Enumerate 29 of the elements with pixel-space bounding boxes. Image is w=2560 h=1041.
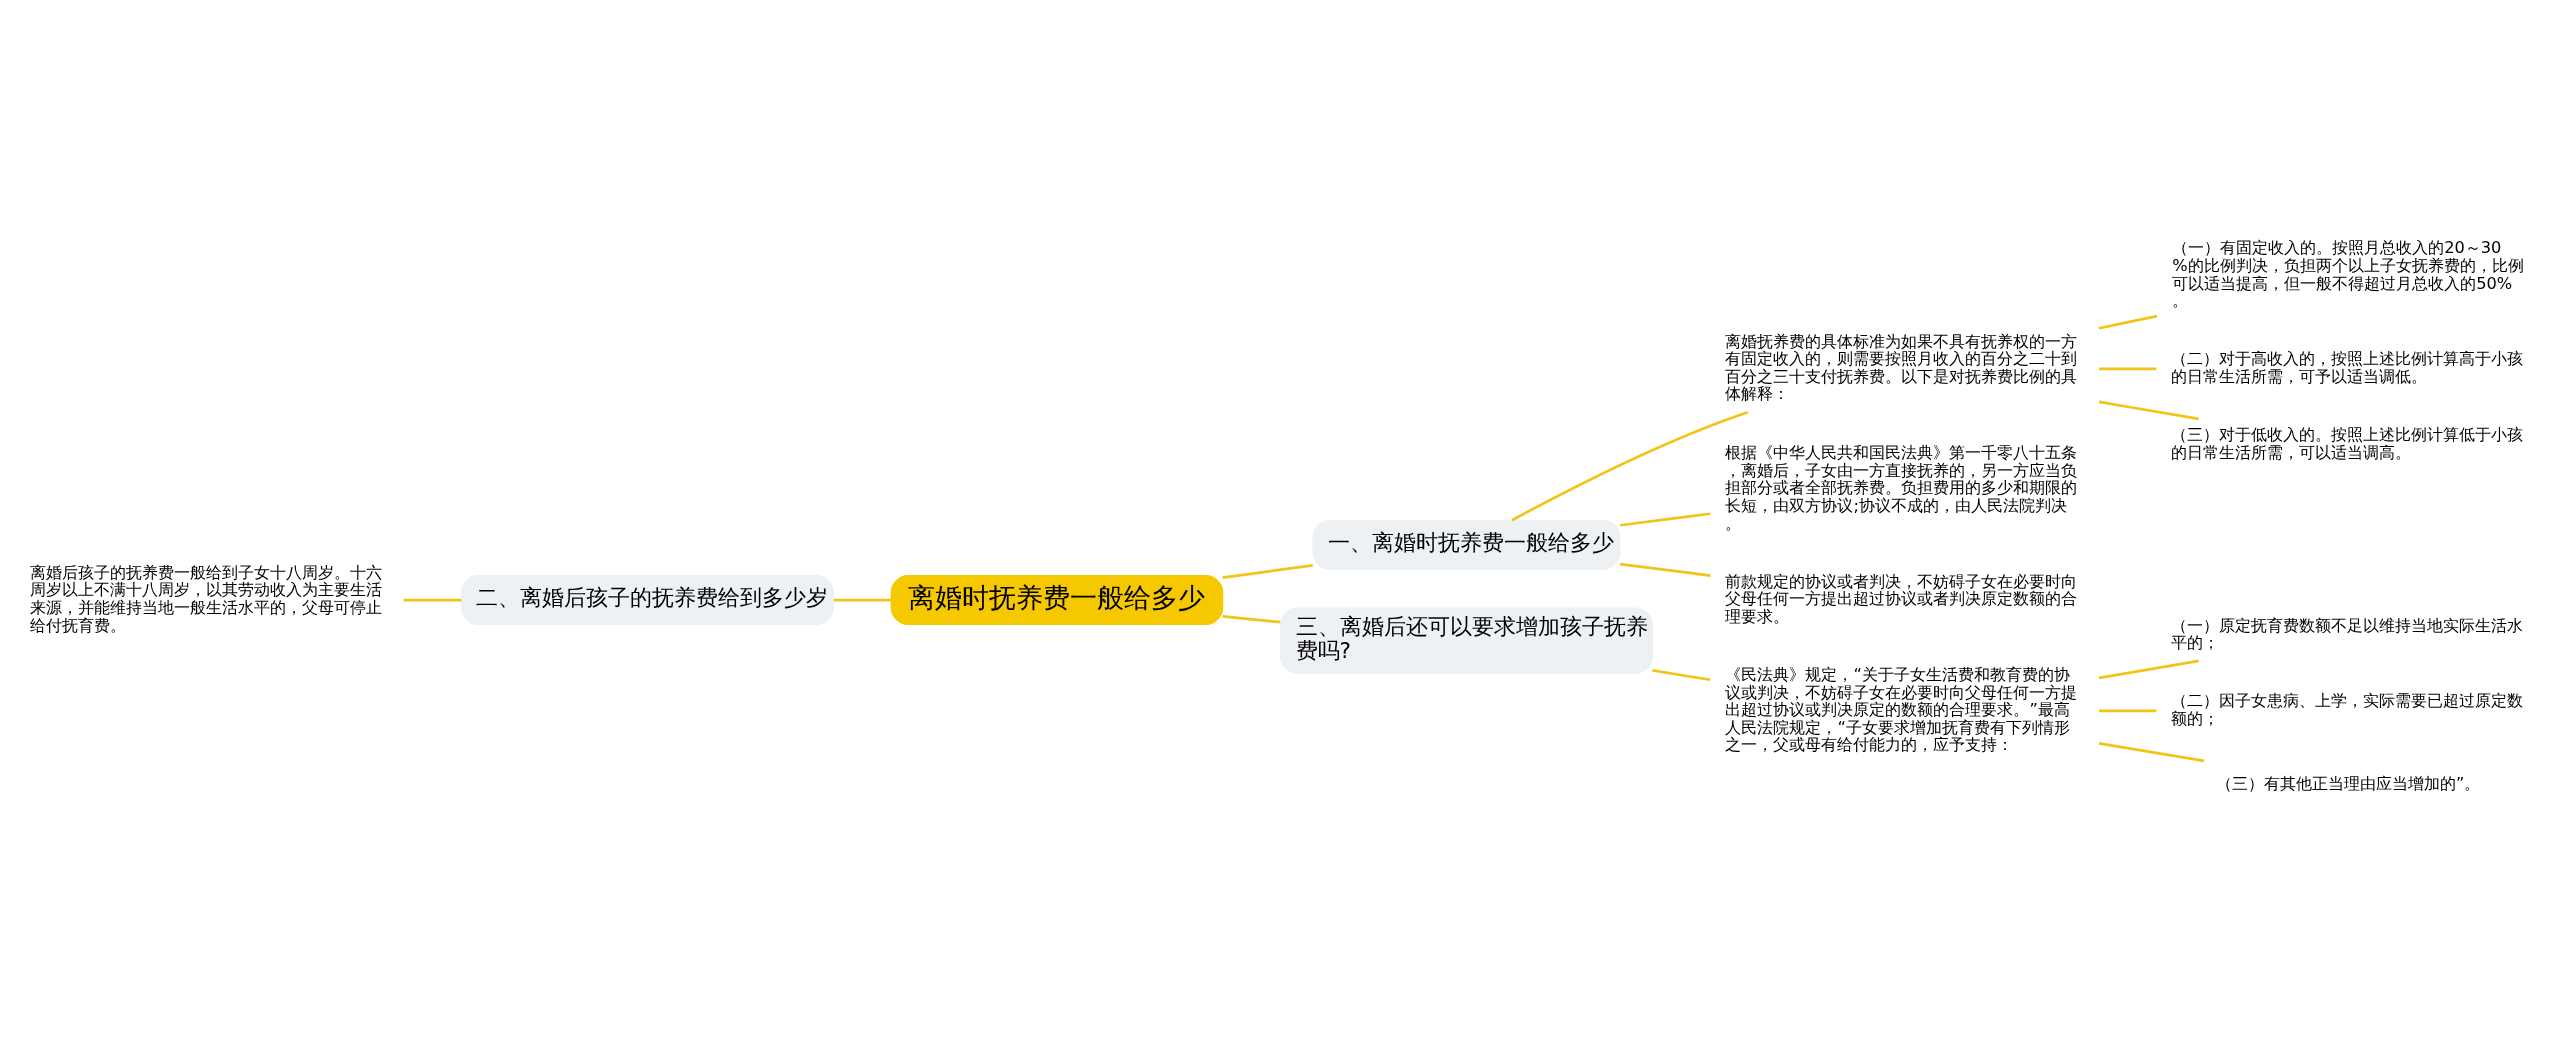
- connector: [2099, 367, 2157, 370]
- connector: [2099, 709, 2157, 712]
- node-text: （二）因子女患病、上学，实际需要已超过原定数额的；: [2171, 690, 2524, 728]
- connector: [2098, 741, 2205, 762]
- node-box: 一、离婚时抚养费一般给多少: [1312, 519, 1621, 570]
- connector: [1222, 614, 1281, 624]
- connector: [833, 598, 891, 601]
- node-box: 二、离婚后孩子的抚养费给到多少岁: [460, 574, 834, 625]
- node-text: （一）有固定收入的。按照月总收入的20～30%的比例判决，负担两个以上子女抚养费的，比例可以适当提高，但一般不得超过月总收入的50%。: [2172, 237, 2524, 310]
- node-box: 三、离婚后还可以要求增加孩子抚养费吗?: [1280, 607, 1654, 674]
- node-text: 前款规定的协议或者判决，不妨碍子女在必要时向父母任何一方提出超过协议或者判决原定数额的合理要求。: [1725, 571, 2078, 626]
- node-text: （二）对于高收入的，按照上述比例计算高于小孩的日常生活所需，可予以适当调低。: [2171, 348, 2524, 386]
- node-text: （三）对于低收入的。按照上述比例计算低于小孩的日常生活所需，可以适当调高。: [2171, 424, 2524, 462]
- connector: [1619, 511, 1711, 527]
- connector: [2098, 314, 2158, 330]
- node-text: 离婚后孩子的抚养费一般给到子女十八周岁。十六周岁以上不满十八周岁，以其劳动收入为主要生活来源，并能维持当地一般生活水平的，父母可停止给付抚育费。: [30, 562, 383, 635]
- connector: [1511, 410, 1749, 521]
- connector: [1619, 562, 1711, 577]
- node-text: 《民法典》规定，“关于子女生活费和教育费的协议或判决，不妨碍子女在必要时向父母任何一方提出超过协议或判决原定的数额的合理要求。”最高人民法院规定，“子女要求增加抚育费有下列情形之一，父或母有给付能力的，应予支持：: [1725, 664, 2078, 754]
- node-box: 离婚时抚养费一般给多少: [890, 574, 1224, 625]
- node-text: 根据《中华人民共和国民法典》第一千零八十五条，离婚后，子女由一方直接抚养的，另一方应当负担部分或者全部抚养费。负担费用的多少和期限的长短，由双方协议;协议不成的，由人民法院判决。: [1725, 442, 2078, 533]
- node-text: 离婚抚养费的具体标准为如果不具有抚养权的一方有固定收入的，则需要按照月收入的百分之二十到百分之三十支付抚养费。以下是对抚养费比例的具体解释：: [1725, 331, 2078, 403]
- connector: [1652, 668, 1711, 681]
- node-text: （一）原定抚育费数额不足以维持当地实际生活水平的；: [2171, 615, 2524, 652]
- node-text: （三）有其他正当理由应当增加的”。: [2216, 773, 2481, 793]
- connector: [403, 598, 462, 601]
- connector: [2098, 400, 2199, 420]
- connector: [2098, 659, 2199, 679]
- connector: [1222, 563, 1313, 579]
